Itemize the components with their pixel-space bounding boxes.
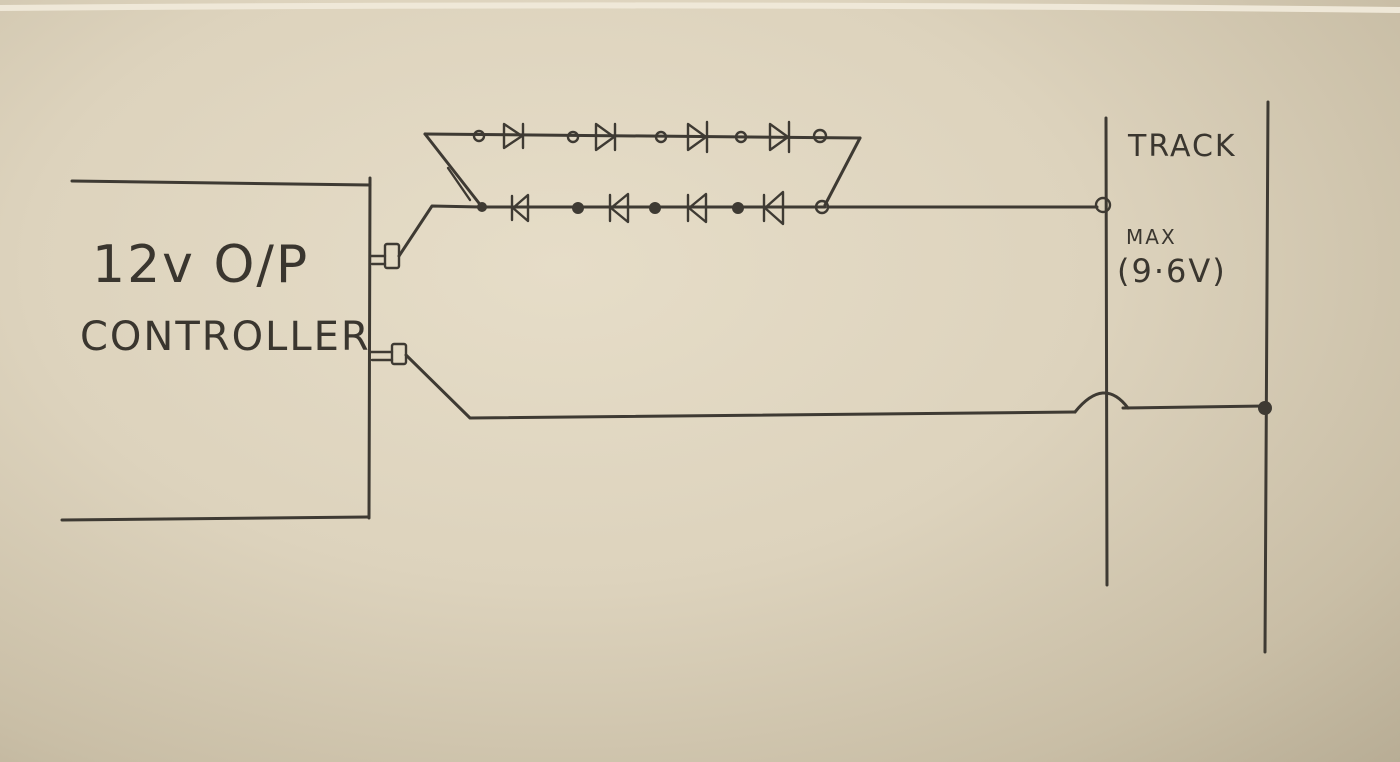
junction-dot <box>732 202 744 214</box>
track-rail-right <box>1263 100 1270 654</box>
controller-line1: 12v O/P <box>92 235 309 295</box>
wire-crossover-hop <box>1073 391 1130 414</box>
diode-icon <box>608 192 630 224</box>
track-rail-left <box>1104 116 1109 587</box>
wire-controller-to-diodes <box>397 204 482 258</box>
junction-dot <box>472 129 486 143</box>
output-terminal-bottom <box>368 342 408 366</box>
controller-box-bottom <box>60 515 370 522</box>
track-max-value: (9·6V) <box>1117 252 1227 290</box>
junction-dot <box>649 202 661 214</box>
track-max-label: MAX <box>1126 225 1177 249</box>
junction-dot <box>572 202 584 214</box>
junction-dot <box>477 202 487 212</box>
junction-dot <box>566 130 580 144</box>
diode-icon <box>510 193 530 223</box>
track-label: TRACK <box>1127 129 1237 164</box>
controller-box <box>60 176 372 522</box>
diode-icon <box>594 122 617 152</box>
diode-left-link-overstroke <box>446 166 472 202</box>
diode-top-rail <box>423 132 862 140</box>
track-terminal-1 <box>1094 196 1112 214</box>
diode-right-link <box>823 136 862 207</box>
diode-icon <box>502 122 525 150</box>
paper-edge <box>0 2 1400 13</box>
controller-line2: CONTROLLER <box>80 314 371 360</box>
controller-box-right <box>367 176 372 520</box>
diode-icon <box>686 120 709 154</box>
controller-box-top <box>70 179 372 187</box>
junction-dot <box>734 130 748 144</box>
junction-dot <box>654 130 668 144</box>
diode-left-link <box>423 132 484 209</box>
diode-bank <box>423 120 862 226</box>
wire-return-to-track <box>1121 404 1267 410</box>
diode-icon <box>686 192 708 224</box>
wire-return <box>404 353 1077 420</box>
junction-open <box>812 128 828 144</box>
diode-icon <box>762 190 785 226</box>
diode-icon <box>768 120 791 154</box>
output-terminal-top <box>368 242 401 270</box>
